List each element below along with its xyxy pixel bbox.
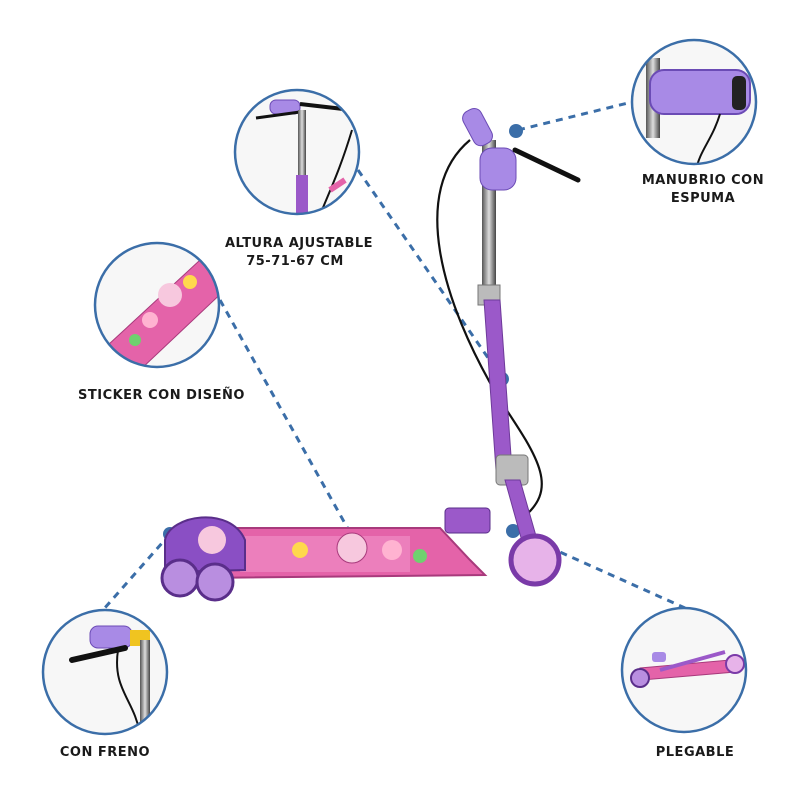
connector-handlebar — [517, 100, 633, 132]
callout-circle-sticker — [93, 241, 221, 369]
callout-circle-height — [233, 88, 361, 216]
label-brake-line1: CON FRENO — [59, 745, 151, 760]
label-brake: CON FRENO — [55, 744, 155, 762]
label-height-line2: 75-71-67 CM — [246, 253, 344, 269]
label-fold-line1: PLEGABLE — [655, 745, 735, 760]
label-height-line1: ALTURA AJUSTABLE — [225, 236, 374, 251]
callout-circle-fold — [620, 606, 748, 734]
label-handlebar-line1: MANUBRIO CON — [641, 173, 765, 188]
label-fold: PLEGABLE — [640, 744, 750, 762]
label-handlebar: MANUBRIO CON ESPUMA — [628, 172, 778, 207]
label-height: ALTURA AJUSTABLE 75-71-67 CM — [225, 235, 374, 270]
label-sticker: STICKER CON DISEÑO — [78, 387, 245, 405]
connector-height — [356, 169, 504, 379]
callout-circle-handlebar — [630, 38, 758, 166]
connector-sticker — [218, 299, 354, 537]
callout-circle-brake — [41, 608, 169, 736]
scooter — [160, 107, 581, 602]
connector-brake — [101, 533, 172, 611]
label-handlebar-line2: ESPUMA — [670, 190, 736, 206]
label-sticker-line1: STICKER CON DISEÑO — [78, 388, 245, 403]
